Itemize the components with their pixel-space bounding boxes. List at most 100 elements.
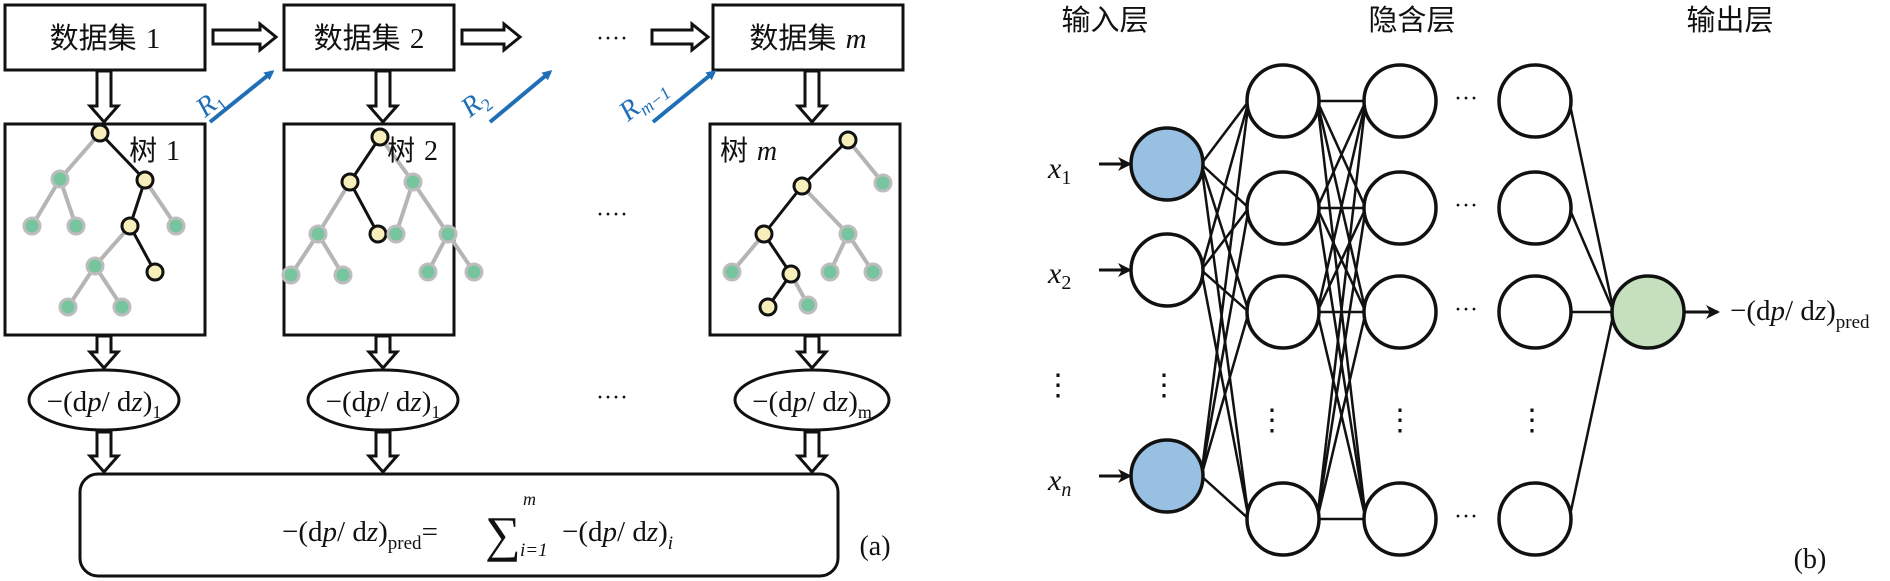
output-label: −(dp/ dz)pred: [1730, 295, 1870, 333]
tree-leaf-node: [22, 216, 42, 236]
tree-path-edge: [762, 185, 804, 235]
input-var: x: [1047, 152, 1062, 185]
vertical-ellipsis: ⋮: [1043, 369, 1073, 402]
expr-close: ): [143, 386, 153, 418]
hollow-arrow-down-icon: [794, 430, 830, 475]
tree-leaf-node: [308, 224, 328, 244]
expr-lead: −(d: [326, 386, 367, 418]
rhs-sub: i: [668, 533, 673, 554]
input-node: [1129, 438, 1205, 514]
layer-title-input: 输入层: [1061, 3, 1148, 37]
sum-box: −(dp/ dz)pred= ∑ m i=1 −(dp/ dz)i: [78, 472, 840, 578]
input-sub: 1: [1061, 167, 1071, 189]
tree-leaf-node: [333, 265, 353, 285]
expr-z: z: [1814, 295, 1826, 327]
svg-text:R1: R1: [189, 83, 231, 126]
hidden-node: [1497, 63, 1573, 139]
lhs-sub: pred: [388, 533, 422, 554]
vertical-ellipsis: ⋮: [1385, 404, 1415, 437]
tree-path-node: [781, 264, 801, 284]
network-edge: [1199, 311, 1251, 477]
tree-index: 2: [424, 136, 438, 167]
svg-text:−(dp/ dz)1: −(dp/ dz)1: [326, 386, 441, 422]
expr-z: z: [130, 386, 142, 418]
hollow-arrow-right-icon: [650, 20, 711, 54]
tree-path-node: [838, 130, 858, 150]
tree-2-graph: [281, 127, 484, 285]
network-nodes: ⋮⋮⋮⋮⋮············: [1043, 63, 1686, 557]
network-edge: [1567, 100, 1616, 313]
expr-close: ): [378, 516, 388, 548]
tree-label: 树: [129, 134, 166, 167]
dataset-box-1: 数据集 1: [3, 3, 207, 72]
panel-a: 数据集 1 数据集 2 数据集 m ···· R1: [3, 3, 905, 578]
tree-path-node: [120, 216, 140, 236]
svg-text:数据集 2: 数据集 2: [314, 21, 425, 55]
tree-path-node: [370, 127, 390, 147]
expr-z: z: [646, 516, 658, 548]
tree-1-graph: [22, 123, 186, 317]
tree-path-node: [368, 224, 388, 244]
expr-slash: / d: [1785, 295, 1815, 327]
dataset-label: 数据集: [314, 21, 410, 55]
hollow-arrow-down-icon: [86, 69, 122, 125]
input-sub: n: [1061, 479, 1071, 501]
tree-path-node: [754, 224, 774, 244]
svg-text:−(dp/ dz)1: −(dp/ dz)1: [47, 386, 162, 422]
sum-term: −(dp/ dz)i: [562, 516, 673, 554]
output-sub: pred: [1836, 312, 1870, 333]
dataset-label: 数据集: [749, 21, 845, 55]
input-sub: 2: [1061, 272, 1071, 294]
expr-sub: m: [858, 402, 872, 422]
tree-output-m: −(dp/ dz)m: [733, 368, 891, 432]
hidden-node: [1245, 170, 1321, 246]
expr-close: ): [1826, 295, 1836, 327]
horizontal-ellipsis: ···: [1454, 504, 1478, 530]
expr-p: p: [601, 516, 618, 548]
hidden-node: [1497, 170, 1573, 246]
output-node: [1610, 274, 1686, 350]
vertical-ellipsis: ⋮: [1517, 404, 1547, 437]
output-ellipsis: ····: [596, 385, 628, 411]
dataset-box-2: 数据集 2: [282, 3, 456, 72]
network-edge: [1568, 207, 1615, 313]
sum-formula: −(dp/ dz)pred=: [282, 516, 438, 554]
equals-sign: =: [422, 516, 438, 548]
tree-leaf-node: [438, 224, 458, 244]
expr-sub: 1: [152, 402, 161, 422]
tree-leaf-node: [281, 265, 301, 285]
dataset-label: 数据集: [50, 21, 146, 55]
tree-box-2: [282, 122, 456, 337]
horizontal-ellipsis: ···: [1454, 193, 1478, 219]
tree-ellipsis: ····: [596, 202, 628, 228]
hollow-arrow-down-icon: [794, 334, 830, 371]
residual-arrow-m-1: Rm−1: [612, 70, 717, 128]
expr-slash: / d: [337, 516, 367, 548]
network-edge: [1200, 100, 1250, 165]
dataset-index: 1: [146, 23, 161, 55]
layer-title-output: 输出层: [1686, 3, 1773, 37]
expr-close: ): [848, 386, 858, 418]
input-var: x: [1047, 464, 1062, 497]
hollow-arrow-right-icon: [460, 20, 523, 54]
hollow-arrow-down-icon: [365, 69, 401, 125]
expr-lead: −(d: [47, 386, 88, 418]
tree-leaf-node: [418, 262, 438, 282]
tree-leaf-node: [58, 297, 78, 317]
network-edge: [1200, 207, 1250, 271]
sum-upper: m: [523, 489, 536, 509]
network-edge: [1316, 100, 1367, 209]
network-edge: [1199, 207, 1251, 477]
input-label-x2: x2: [1047, 257, 1071, 294]
input-node: [1129, 126, 1205, 202]
hidden-node: [1245, 274, 1321, 350]
expr-slash: / d: [381, 386, 411, 418]
tree-label: 树: [720, 134, 757, 167]
dataset-index: m: [846, 23, 867, 55]
expr-p: p: [321, 516, 338, 548]
tree-label: 树: [387, 134, 424, 167]
horizontal-ellipsis: ···: [1454, 297, 1478, 323]
tree-output-1: −(dp/ dz)1: [27, 368, 181, 432]
expr-slash: / d: [807, 386, 837, 418]
